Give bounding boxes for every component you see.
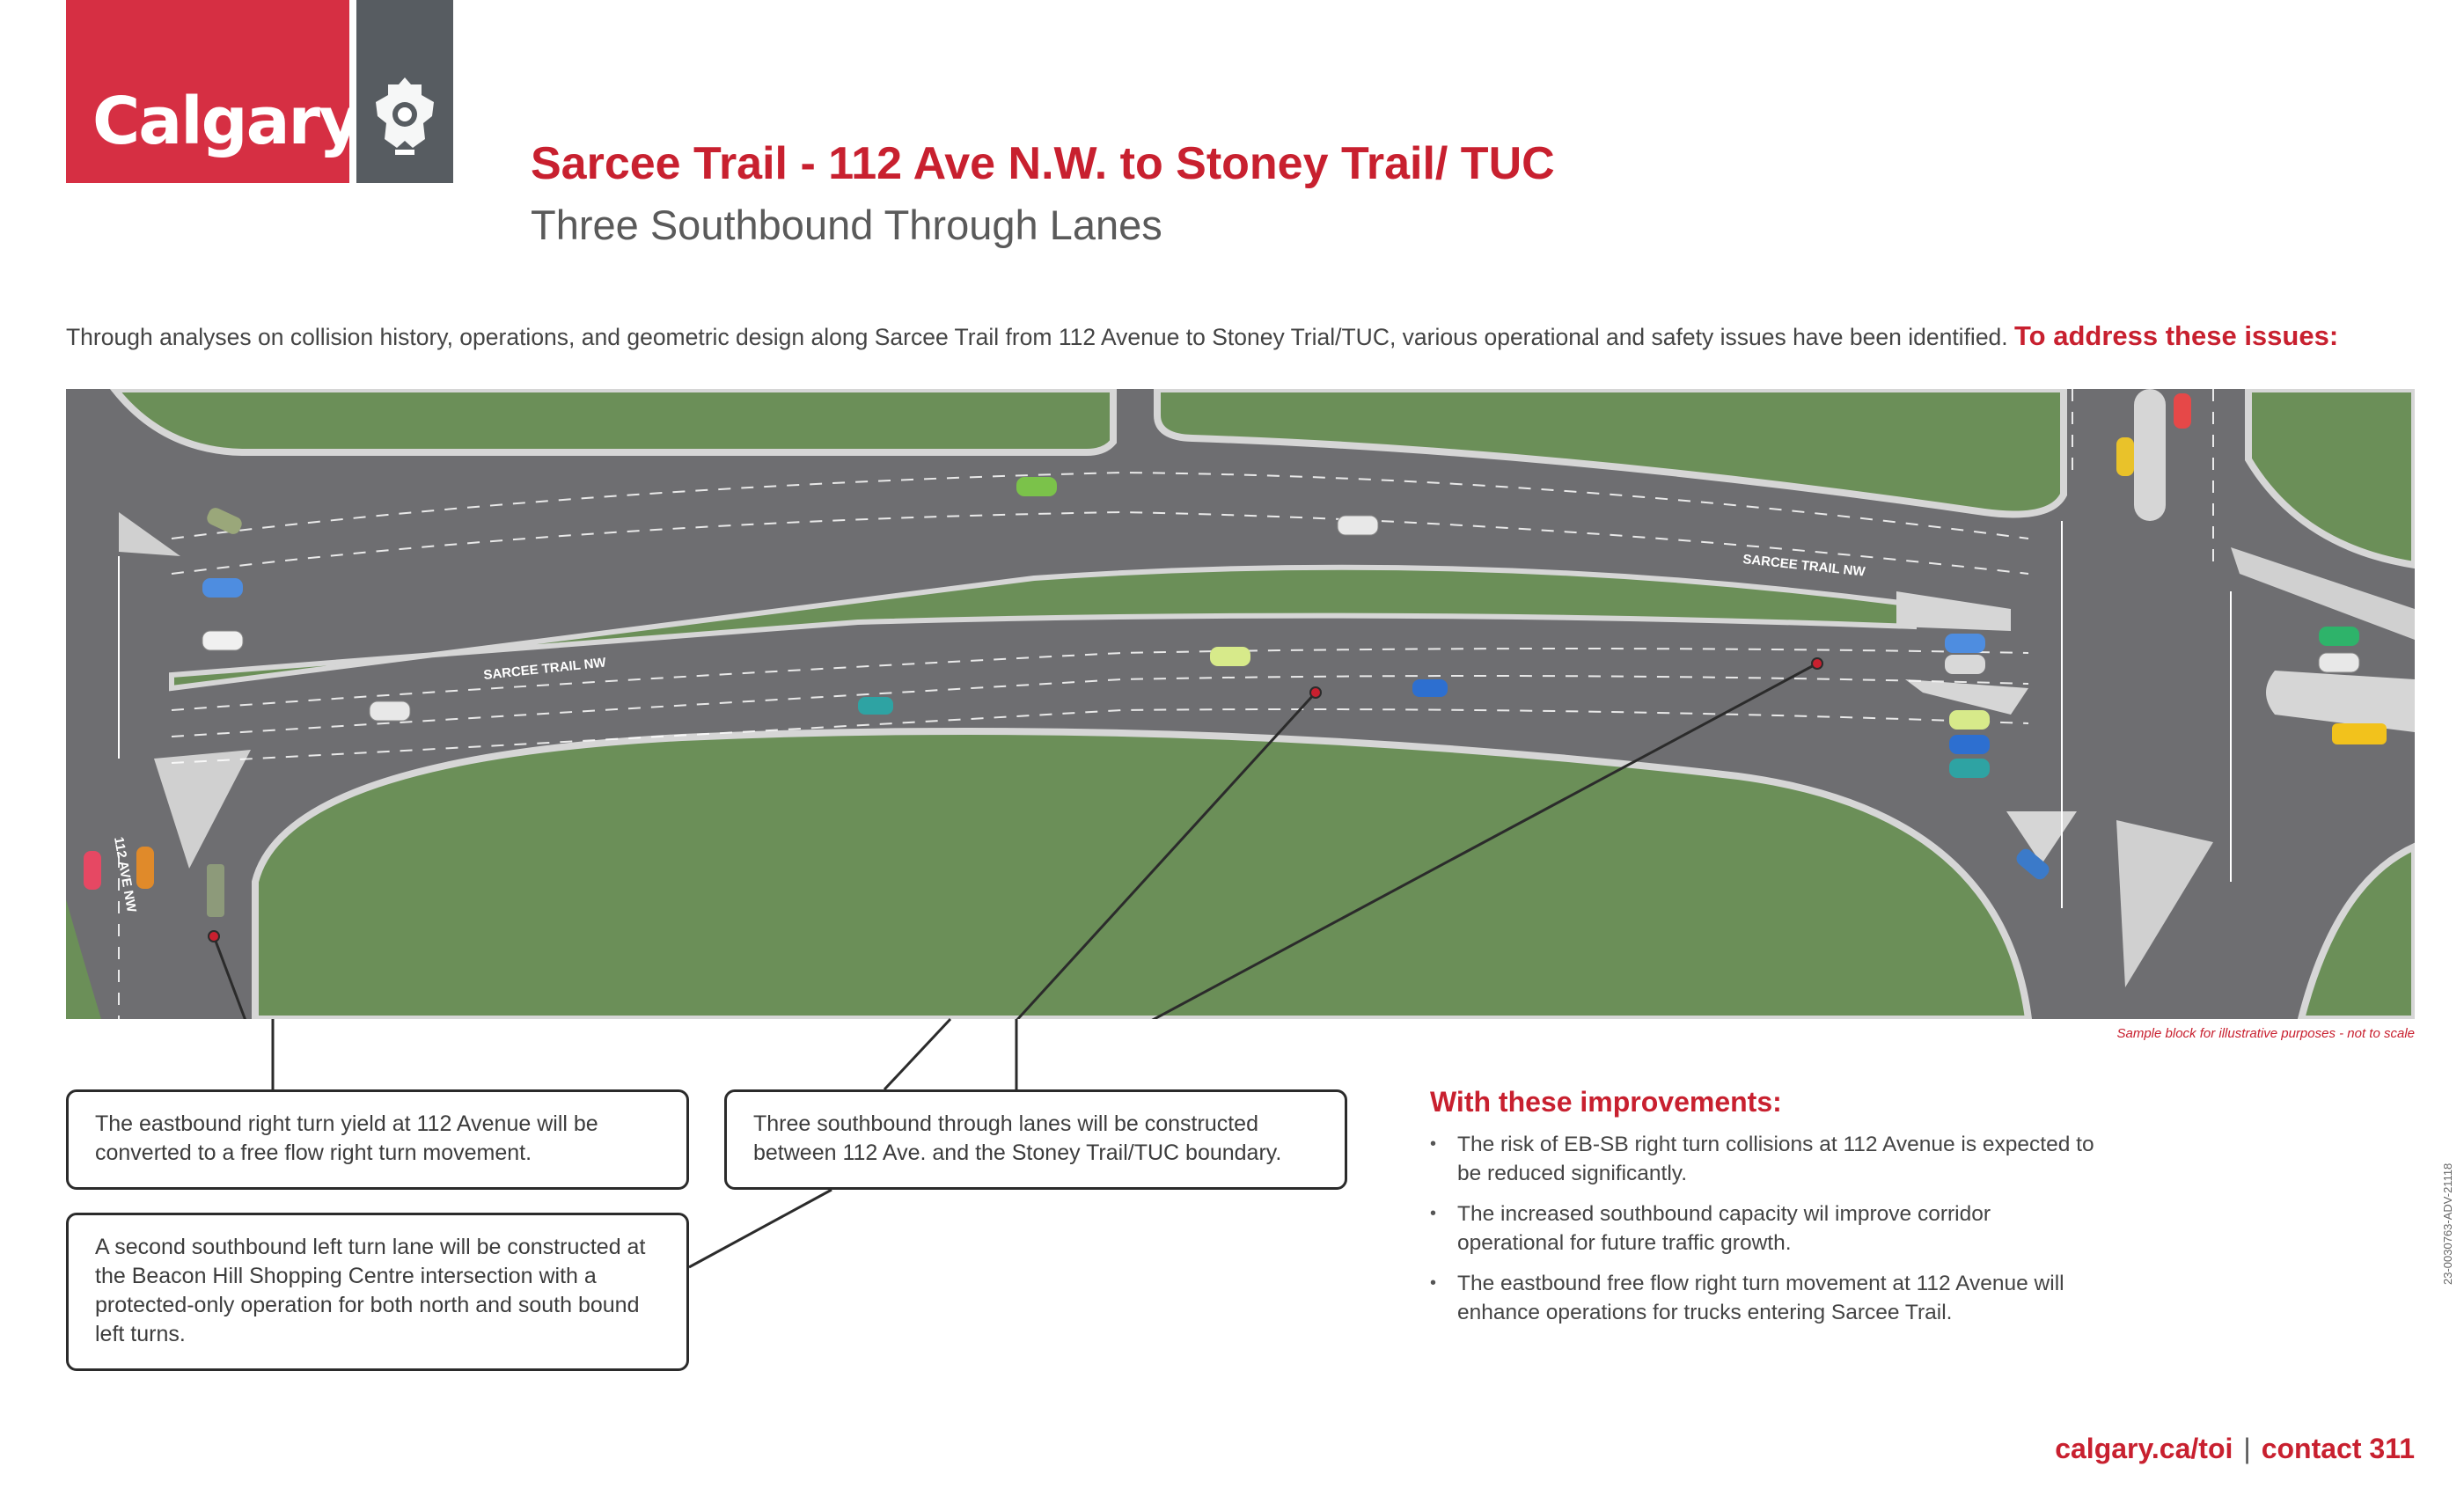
page-title: Sarcee Trail - 112 Ave N.W. to Stoney Tr…: [531, 138, 1555, 189]
grass-southeast: [2297, 842, 2415, 1019]
contact-phone: contact 311: [2261, 1433, 2415, 1464]
logo-wordmark: Calgary: [92, 84, 361, 159]
traffic-island-southeast-1: [2006, 811, 2077, 864]
median-north: [2134, 389, 2166, 521]
improvements-list: The risk of EB-SB right turn collisions …: [1430, 1130, 2099, 1338]
calgary-logo: Calgary: [66, 0, 361, 183]
vehicles: [84, 393, 2387, 917]
city-crest-panel: [356, 0, 453, 183]
intro-text: Through analyses on collision history, o…: [66, 324, 2008, 350]
callout-leaders: [212, 662, 1818, 1019]
grass-northeast: [2245, 389, 2415, 569]
grass-northwest: [109, 389, 1117, 456]
footer-contact: calgary.ca/toi | contact 311: [2055, 1433, 2415, 1465]
median-east: [2266, 671, 2415, 732]
traffic-island-northeast: [2231, 547, 2415, 640]
list-item: The increased southbound capacity wil im…: [1430, 1199, 2099, 1258]
improvements-title: With these improvements:: [1430, 1086, 1782, 1118]
traffic-island-southeast-2: [2116, 820, 2213, 987]
grass-southwest-strip: [66, 899, 101, 1019]
road-plan-illustration: SARCEE TRAIL NW SARCEE TRAIL NW 112 AVE …: [66, 389, 2415, 1019]
traffic-island-southwest: [154, 750, 251, 869]
map-disclaimer: Sample block for illustrative purposes -…: [2116, 1026, 2416, 1041]
intro-highlight: To address these issues:: [2014, 320, 2339, 351]
document-id: 23-0030763-ADV-21118: [2441, 1162, 2454, 1285]
grass-north-center: [1154, 389, 2067, 518]
traffic-island-west: [119, 512, 180, 556]
traffic-island-east-1: [1896, 591, 2011, 631]
traffic-island-east-2: [1905, 679, 2028, 715]
website-link[interactable]: calgary.ca/toi: [2055, 1433, 2233, 1464]
callout-eastbound-right-turn: The eastbound right turn yield at 112 Av…: [66, 1089, 689, 1190]
callout-southbound-lanes: Three southbound through lanes will be c…: [724, 1089, 1347, 1190]
list-item: The eastbound free flow right turn movem…: [1430, 1269, 2099, 1327]
callout-markers: [208, 657, 1823, 942]
city-crest-icon: [376, 77, 434, 155]
page-subtitle: Three Southbound Through Lanes: [531, 202, 1162, 248]
grass-south: [252, 727, 2033, 1019]
callout-second-left-turn: A second southbound left turn lane will …: [66, 1213, 689, 1371]
list-item: The risk of EB-SB right turn collisions …: [1430, 1130, 2099, 1188]
intro-paragraph: Through analyses on collision history, o…: [66, 320, 2338, 352]
footer-separator: |: [2243, 1433, 2251, 1464]
